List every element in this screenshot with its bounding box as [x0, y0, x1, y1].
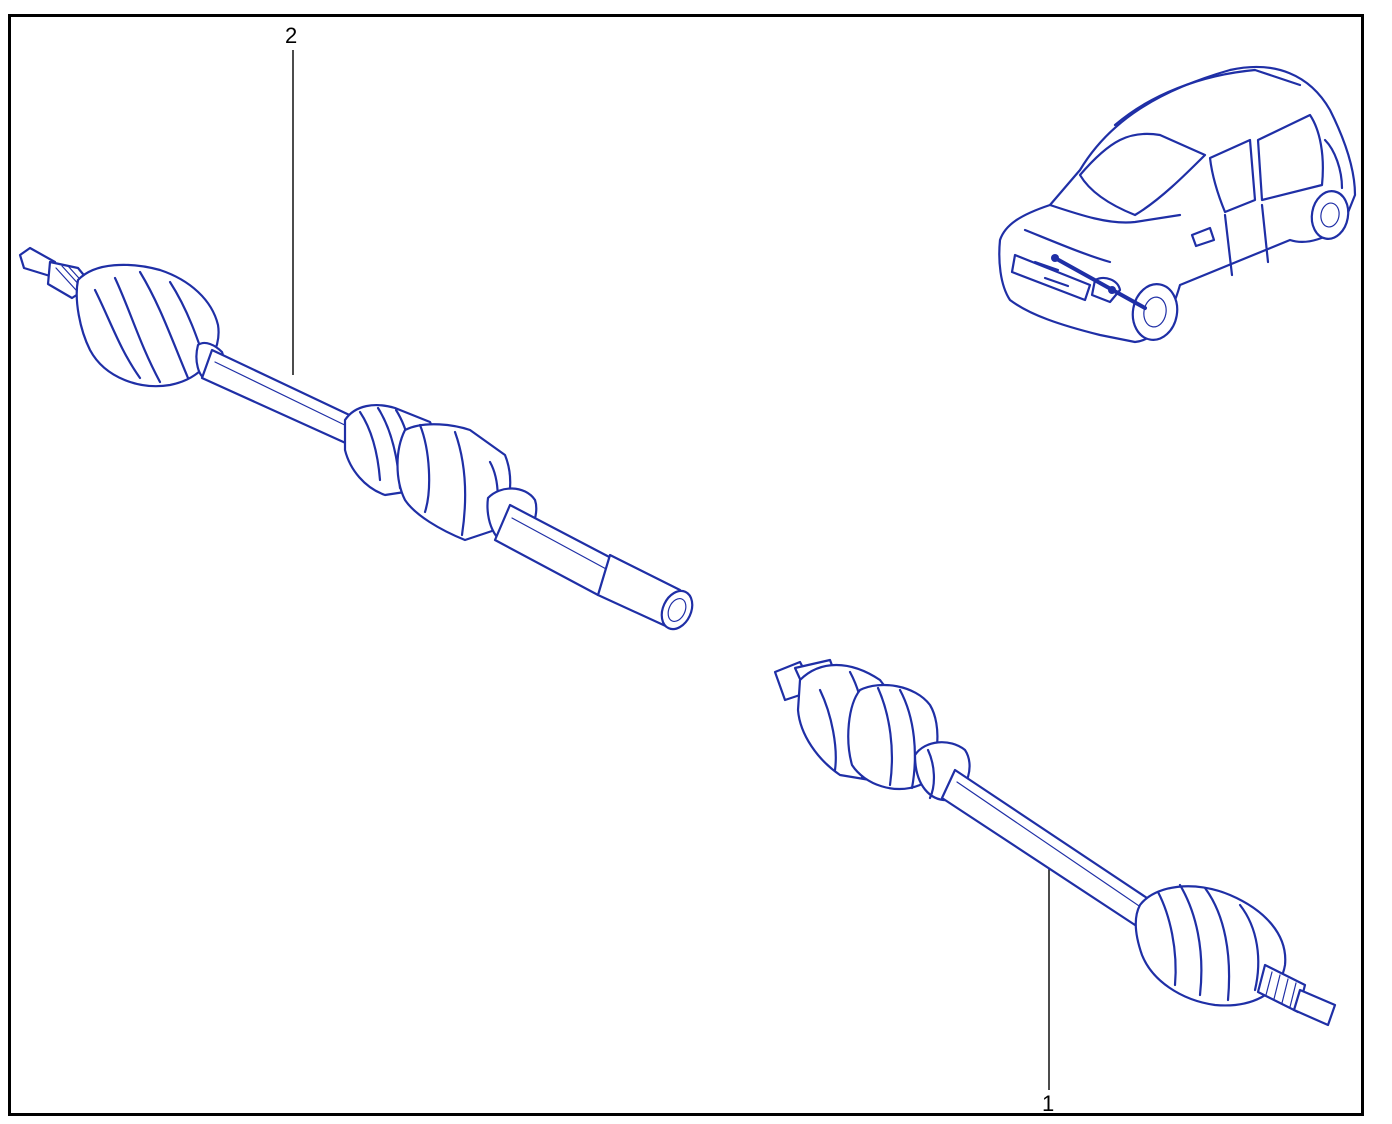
callout-2-number: 2: [285, 23, 298, 48]
shaft-1-bar: [940, 768, 1152, 927]
drive-shaft-2[interactable]: [18, 246, 698, 634]
shaft-1-spline: [1256, 963, 1337, 1027]
shaft-2-tube: [493, 503, 617, 597]
drive-shaft-1[interactable]: [773, 658, 1337, 1027]
shaft-2-bar: [200, 348, 362, 447]
shaft-2-end-sleeve: [596, 553, 694, 631]
car-location-icon: [998, 65, 1357, 344]
shaft-2-outer-boot: [75, 263, 225, 388]
callout-1-number: 1: [1042, 1091, 1055, 1116]
